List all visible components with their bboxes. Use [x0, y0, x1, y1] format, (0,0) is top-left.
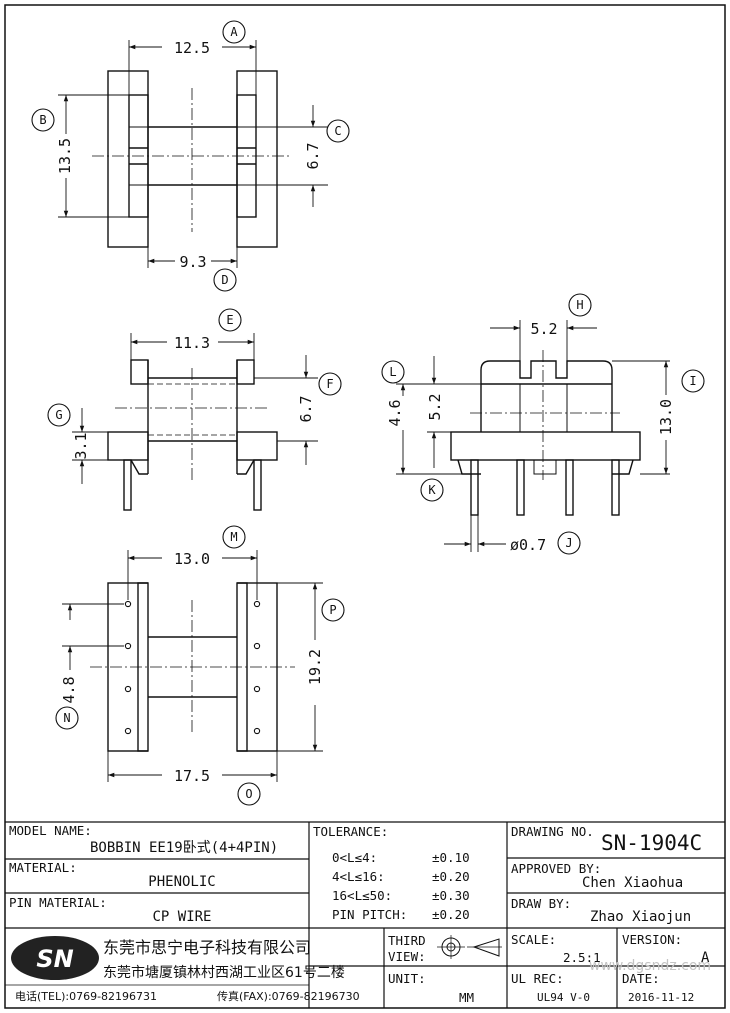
dim-n: 4.8 [60, 676, 78, 703]
top-view [92, 70, 292, 248]
drawing-no-label: DRAWING NO. [511, 824, 594, 839]
date-label: DATE: [622, 971, 660, 986]
model-name-value: BOBBIN EE19卧式(4+4PIN) [90, 840, 278, 856]
dim-g: 3.1 [72, 432, 90, 459]
side-view-dimensions [396, 320, 670, 552]
dim-m: 13.0 [174, 550, 210, 568]
tolerance-value-4: ±0.20 [432, 907, 470, 922]
balloon-a: A [230, 25, 238, 39]
scale-value: 2.5:1 [563, 950, 601, 965]
ul-rec-value: UL94 V-0 [537, 991, 590, 1004]
company-name: 东莞市思宁电子科技有限公司 [103, 938, 311, 957]
version-value: A [701, 950, 710, 966]
tolerance-label: TOLERANCE: [313, 824, 388, 839]
dim-a: 12.5 [174, 39, 210, 57]
company-address: 东莞市塘厦镇林村西湖工业区61号二楼 [103, 964, 345, 981]
tolerance-range-4: PIN PITCH: [332, 907, 407, 922]
dim-d: 9.3 [179, 253, 206, 271]
approved-by-value: Chen Xiaohua [582, 875, 683, 891]
tolerance-value-3: ±0.30 [432, 888, 470, 903]
balloon-p: P [329, 603, 336, 617]
top-view-dimensions [58, 40, 328, 268]
drawing-no-value: SN-1904C [601, 831, 702, 855]
tolerance-range-2: 4<L≤16: [332, 869, 385, 884]
drawing-border [4, 4, 726, 1009]
balloon-k: K [428, 483, 436, 497]
dim-p: 19.2 [306, 649, 324, 685]
bottom-view-dimensions [62, 550, 323, 782]
unit-value: MM [459, 990, 474, 1005]
dim-e: 11.3 [174, 334, 210, 352]
third-view-label-1: THIRD [388, 933, 426, 948]
dim-b: 13.5 [56, 138, 74, 174]
draw-by-value: Zhao Xiaojun [590, 909, 691, 925]
balloon-b: B [39, 113, 46, 127]
pin-material-label: PIN MATERIAL: [9, 895, 107, 910]
bottom-view-pins [124, 600, 261, 735]
ul-rec-label: UL REC: [511, 971, 564, 986]
tolerance-value-2: ±0.20 [432, 869, 470, 884]
dim-l1: 4.6 [386, 399, 404, 426]
logo-text: SN [36, 945, 73, 973]
dim-c: 6.7 [304, 142, 322, 169]
material-value: PHENOLIC [148, 874, 215, 890]
balloon-c: C [334, 124, 341, 138]
dim-i: 13.0 [657, 399, 675, 435]
model-name-label: MODEL NAME: [9, 823, 92, 838]
approved-by-label: APPROVED BY: [511, 861, 601, 876]
title-block-grid [5, 821, 725, 1008]
tolerance-range-3: 16<L≤50: [332, 888, 392, 903]
balloon-e: E [226, 313, 233, 327]
company-fax: 传真(FAX):0769-82196730 [217, 989, 360, 1003]
dimension-values: 12.5 13.5 6.7 9.3 11.3 6.7 3.1 5.2 13.0 … [56, 39, 675, 785]
balloon-o: O [245, 787, 252, 801]
balloon-labels: A B C D E F G H L I K J M N P O [39, 25, 696, 801]
dim-h: 5.2 [530, 320, 557, 338]
bottom-view [90, 582, 295, 752]
balloon-j: J [565, 536, 572, 550]
balloon-i: I [689, 374, 696, 388]
front-view-dimensions [72, 333, 318, 484]
watermark: www.dgsndz.com [589, 958, 711, 974]
balloon-g: G [55, 408, 62, 422]
dim-l2: 5.2 [426, 393, 444, 420]
third-angle-projection-icon [437, 935, 502, 959]
reference-balloons [31, 20, 705, 806]
third-view-label-2: VIEW: [388, 949, 426, 964]
dim-f: 6.7 [297, 395, 315, 422]
scale-label: SCALE: [511, 932, 556, 947]
balloon-n: N [63, 711, 70, 725]
company-tel: 电话(TEL):0769-82196731 [15, 990, 157, 1003]
balloon-m: M [230, 530, 237, 544]
draw-by-label: DRAW BY: [511, 896, 571, 911]
dim-j: ø0.7 [510, 536, 546, 554]
unit-label: UNIT: [388, 971, 426, 986]
front-view [107, 359, 278, 511]
balloon-f: F [326, 377, 333, 391]
company-logo: SN [11, 936, 99, 980]
tolerance-value-1: ±0.10 [432, 850, 470, 865]
side-view [450, 350, 641, 516]
balloon-d: D [221, 273, 228, 287]
dim-o: 17.5 [174, 767, 210, 785]
tolerance-range-1: 0<L≤4: [332, 850, 377, 865]
date-value: 2016-11-12 [628, 991, 694, 1004]
pin-material-value: CP WIRE [152, 909, 211, 925]
balloon-h: H [576, 298, 583, 312]
material-label: MATERIAL: [9, 860, 77, 875]
version-label: VERSION: [622, 932, 682, 947]
balloon-l: L [389, 365, 396, 379]
